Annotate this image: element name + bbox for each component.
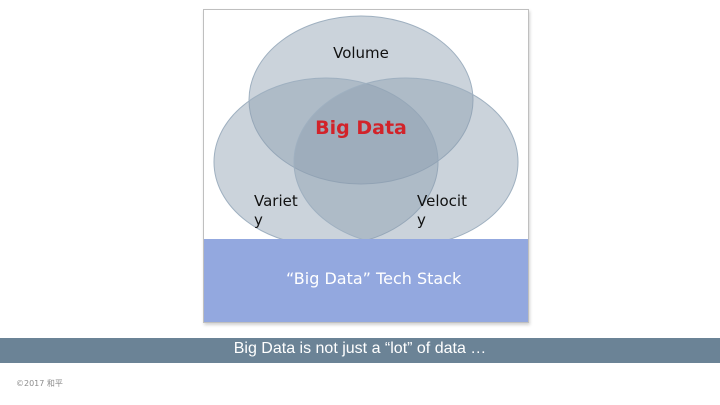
variety-label-line1: Variet bbox=[254, 192, 298, 210]
volume-circle bbox=[248, 15, 474, 185]
diagram-frame: Volume Big Data Variet y Velocit y “Big … bbox=[203, 9, 529, 323]
caption-bar: Big Data is not just a “lot” of data … bbox=[0, 338, 720, 363]
tech-stack-band: “Big Data” Tech Stack bbox=[204, 239, 528, 322]
velocity-label-line2: y bbox=[417, 211, 426, 229]
big-data-label: Big Data bbox=[315, 117, 407, 139]
velocity-circle bbox=[293, 77, 519, 247]
volume-label: Volume bbox=[333, 44, 389, 62]
venn-diagram: Volume Big Data Variet y Velocit y bbox=[213, 15, 519, 247]
copyright-footer: ©2017 和平 bbox=[16, 379, 63, 388]
variety-label-line2: y bbox=[254, 211, 263, 229]
caption-text: Big Data is not just a “lot” of data … bbox=[233, 340, 487, 357]
velocity-label-line1: Velocit bbox=[417, 192, 467, 210]
tech-stack-label: “Big Data” Tech Stack bbox=[286, 269, 462, 288]
